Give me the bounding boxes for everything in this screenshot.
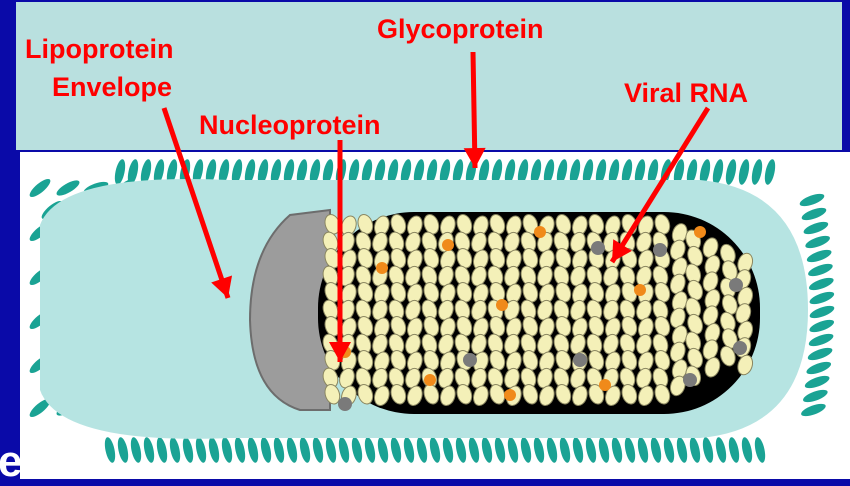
glycoprotein-spike <box>337 436 351 463</box>
rna-marker-orange <box>504 389 516 401</box>
glycoprotein-spike <box>798 191 826 208</box>
glycoprotein-spike <box>376 436 390 463</box>
label-viral-rna: Viral RNA <box>624 78 748 108</box>
rna-marker-orange <box>694 226 706 238</box>
glycoprotein-spike <box>714 436 728 463</box>
glycoprotein-spike <box>675 436 689 463</box>
rna-marker-grey <box>653 243 667 257</box>
glycoprotein-spike <box>155 436 169 463</box>
label-glycoprotein: Glycoprotein <box>377 14 544 44</box>
glycoprotein-spike <box>804 233 832 250</box>
glycoprotein-spike <box>27 176 53 200</box>
glycoprotein-spike <box>259 436 273 463</box>
glycoprotein-spike <box>324 436 338 463</box>
glycoprotein-spike <box>800 205 828 222</box>
glycoprotein-spike <box>808 317 836 334</box>
rna-marker-orange <box>599 379 611 391</box>
rna-marker-orange <box>634 284 646 296</box>
glycoprotein-spike <box>807 331 835 348</box>
glycoprotein-spike <box>519 436 533 463</box>
glycoprotein-spike <box>207 436 221 463</box>
glycoprotein-spike <box>428 436 442 463</box>
glycoprotein-spike <box>558 436 572 463</box>
rna-marker-grey <box>573 353 587 367</box>
glycoprotein-spike <box>763 158 777 185</box>
glycoprotein-spike <box>701 436 715 463</box>
glycoprotein-spike <box>806 345 834 362</box>
glycoprotein-spike <box>737 158 751 185</box>
glycoprotein-spike <box>298 436 312 463</box>
glycoprotein-spike <box>493 436 507 463</box>
glycoprotein-spike <box>246 436 260 463</box>
rna-marker-grey <box>463 353 477 367</box>
glycoprotein-spike <box>711 158 725 185</box>
glycoprotein-spike <box>415 436 429 463</box>
glycoprotein-spike <box>168 436 182 463</box>
glycoprotein-spike <box>350 436 364 463</box>
glycoprotein-spike <box>610 436 624 463</box>
glycoprotein-spike <box>506 436 520 463</box>
glycoprotein-spike <box>800 401 828 418</box>
glycoprotein-spike <box>808 303 836 320</box>
glycoprotein-spike <box>532 436 546 463</box>
glycoprotein-spike <box>116 436 130 463</box>
glycoprotein-spike <box>808 289 836 306</box>
glycoprotein-spike <box>750 158 764 185</box>
glycoprotein-spike <box>389 436 403 463</box>
glycoprotein-spike <box>802 387 830 404</box>
glycoprotein-spike <box>454 436 468 463</box>
glycoprotein-spike <box>584 436 598 463</box>
glycoprotein-spike <box>113 158 127 185</box>
glycoprotein-spike <box>402 436 416 463</box>
glycoprotein-spike <box>181 436 195 463</box>
glycoprotein-spike <box>688 436 702 463</box>
rna-marker-grey <box>733 341 747 355</box>
glycoprotein-spike <box>662 436 676 463</box>
glycoprotein-spike <box>805 247 833 264</box>
glycoprotein-spike <box>803 373 831 390</box>
rna-marker-grey <box>338 397 352 411</box>
glycoprotein-spike <box>220 436 234 463</box>
glycoprotein-spike <box>649 436 663 463</box>
glycoprotein-spike <box>740 436 754 463</box>
glycoprotein-spike <box>103 436 117 463</box>
glycoprotein-spike <box>597 436 611 463</box>
rna-marker-orange <box>496 299 508 311</box>
rna-marker-orange <box>534 226 546 238</box>
glycoprotein-spike <box>753 436 767 463</box>
glycoprotein-spike <box>545 436 559 463</box>
glycoprotein-spike <box>272 436 286 463</box>
glycoprotein-spike <box>805 359 833 376</box>
rna-marker-orange <box>442 239 454 251</box>
glycoprotein-spike <box>285 436 299 463</box>
glycoprotein-spike <box>480 436 494 463</box>
rna-marker-grey <box>729 278 743 292</box>
glycoprotein-spike <box>311 436 325 463</box>
glycoprotein-spike <box>142 436 156 463</box>
label-nucleoprotein: Nucleoprotein <box>199 110 381 140</box>
edge-text-fragment: e <box>0 440 22 484</box>
glycoprotein-spike <box>727 436 741 463</box>
glycoprotein-spike <box>636 436 650 463</box>
label-lipoprotein: Lipoprotein <box>25 34 173 64</box>
rna-marker-grey <box>683 373 697 387</box>
rna-marker-orange <box>376 262 388 274</box>
glycoprotein-spike <box>194 436 208 463</box>
glycoprotein-spike <box>802 219 830 236</box>
glycoprotein-spike <box>623 436 637 463</box>
glycoprotein-spike <box>807 261 835 278</box>
glycoprotein-spike <box>808 275 836 292</box>
glycoprotein-spike <box>363 436 377 463</box>
label-envelope: Envelope <box>52 72 172 102</box>
glycoprotein-spike <box>724 158 738 185</box>
glycoprotein-spike <box>467 436 481 463</box>
glycoprotein-spike <box>233 436 247 463</box>
glycoprotein-spike <box>571 436 585 463</box>
glycoprotein-spike <box>441 436 455 463</box>
rna-marker-grey <box>591 241 605 255</box>
rna-marker-orange <box>424 374 436 386</box>
glycoprotein-spike <box>129 436 143 463</box>
